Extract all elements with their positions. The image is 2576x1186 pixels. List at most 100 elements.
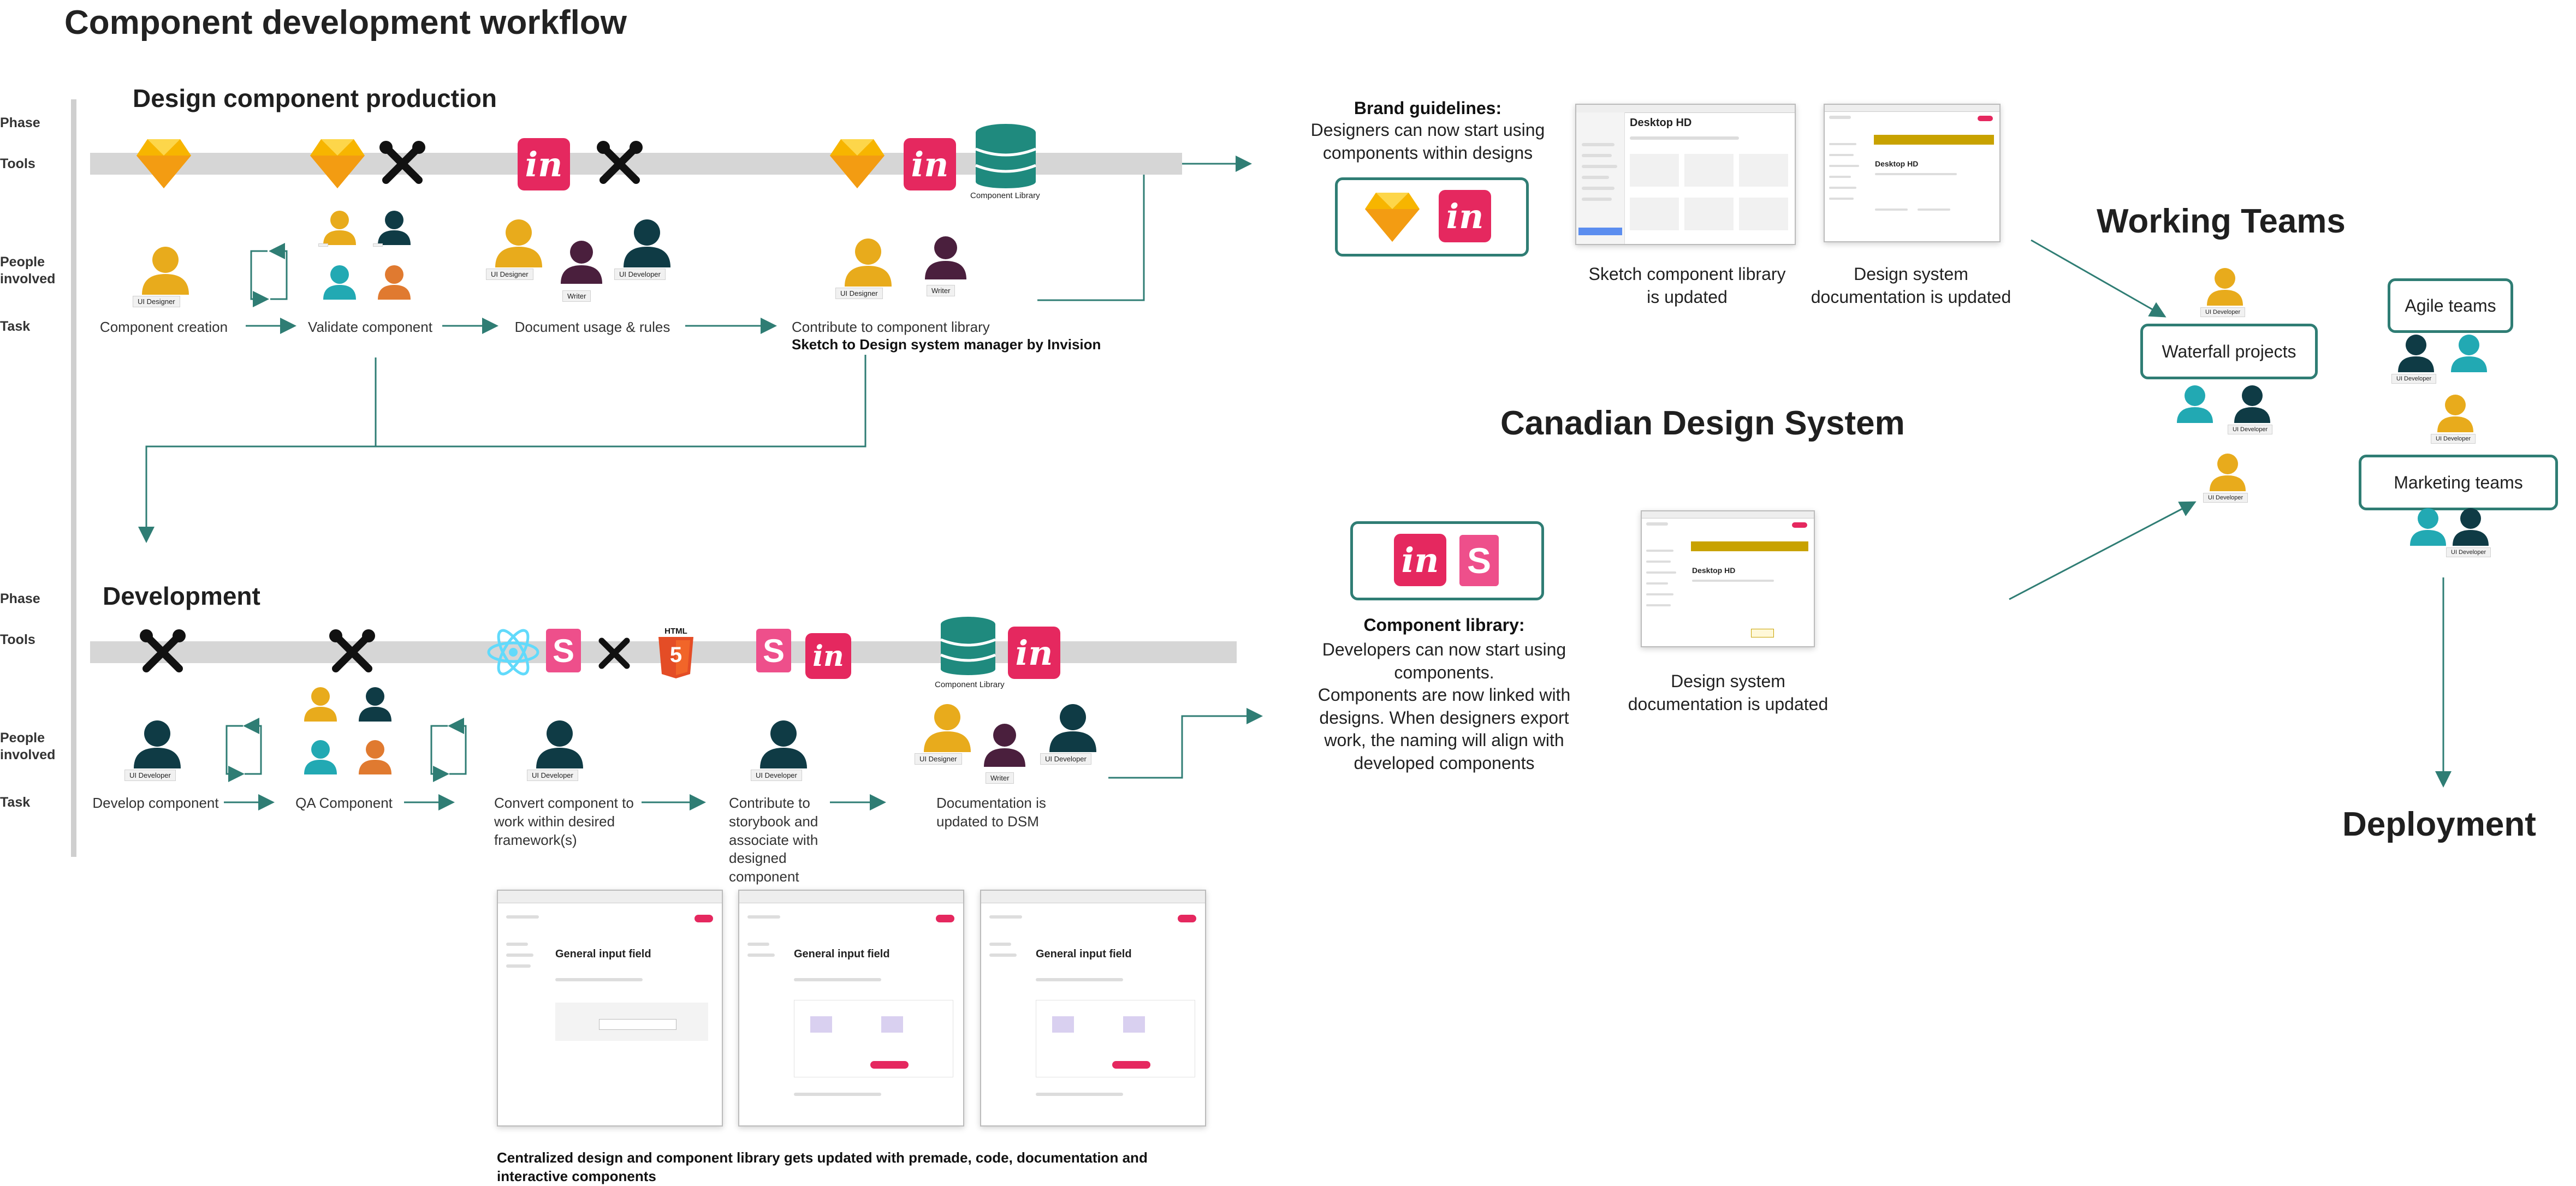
- task-convert-component: Convert component to work within desired…: [494, 795, 634, 848]
- library-tools-box: in S: [1350, 521, 1544, 600]
- tools-icon: [598, 637, 630, 669]
- screenshot-title: Desktop HD: [1630, 117, 1692, 129]
- person-icon: [624, 219, 670, 267]
- dsm-screenshot-1: General input field: [497, 890, 723, 1127]
- dev-section-heading: Development: [103, 582, 260, 610]
- sketch-icon: [1365, 193, 1420, 242]
- role-tag: UI Developer: [527, 770, 578, 781]
- role-tag: UI Designer: [486, 269, 533, 280]
- person-icon: [561, 241, 602, 284]
- people-label: People involved: [0, 730, 56, 763]
- brand-tools-box: in: [1335, 177, 1529, 257]
- screenshot-title: General input field: [1036, 948, 1132, 960]
- person-icon: [924, 704, 971, 752]
- design-section-heading: Design component production: [133, 84, 497, 112]
- role-tag: UI Developer: [2391, 374, 2437, 384]
- task-contribute-library: Contribute to component library: [792, 319, 990, 335]
- role-tag: UI Developer: [2203, 493, 2248, 503]
- task-develop-component: Develop component: [92, 795, 219, 811]
- library-heading: Component library:: [1363, 615, 1525, 635]
- role-tag: UI Developer: [2228, 425, 2273, 434]
- library-text: Developers can now start using component…: [1317, 640, 1571, 773]
- tools-icon: [329, 629, 375, 672]
- screenshot-title: General input field: [555, 948, 651, 960]
- task-label: Task: [0, 795, 31, 810]
- task-sketch-dsm: Sketch to Design system manager by Invis…: [792, 336, 1101, 353]
- role-tag: UI Designer: [835, 288, 883, 299]
- screenshot-title: Desktop HD: [1875, 159, 1919, 168]
- sketch-icon: [136, 139, 191, 188]
- component-library-label: Component Library: [935, 680, 1005, 689]
- person-icon: [323, 211, 356, 245]
- cds-heading: Canadian Design System: [1500, 404, 1905, 442]
- phase-label: Phase: [0, 591, 40, 606]
- person-icon: [323, 265, 356, 300]
- person-icon: [359, 740, 391, 774]
- task-documentation-dsm: Documentation is updated to DSM: [936, 795, 1046, 830]
- role-tag: Writer: [562, 290, 591, 302]
- database-icon: [940, 617, 996, 675]
- tools-icon: [140, 629, 186, 672]
- working-teams-heading: Working Teams: [2097, 202, 2346, 240]
- person-icon: [2437, 395, 2473, 432]
- dsm-screenshot-3: General input field: [980, 890, 1206, 1127]
- person-icon: [2451, 335, 2487, 372]
- react-icon: [487, 629, 539, 676]
- task-component-creation: Component creation: [99, 319, 228, 335]
- bottom-note: Centralized design and component library…: [497, 1149, 1148, 1184]
- person-icon: [359, 687, 391, 722]
- tools-icon: [379, 141, 425, 184]
- person-icon: [304, 740, 337, 774]
- documentation-caption: Design system documentation is updated: [1811, 264, 2011, 307]
- waterfall-projects-box: Waterfall projects: [2140, 324, 2318, 379]
- people-label: People involved: [0, 254, 56, 287]
- task-qa-component: QA Component: [295, 795, 393, 811]
- person-icon: [304, 687, 337, 722]
- person-icon: [142, 247, 189, 295]
- role-tag: UI Developer: [614, 269, 666, 280]
- section-divider: [71, 99, 76, 857]
- person-icon: [378, 265, 411, 300]
- tools-label: Tools: [0, 632, 35, 647]
- person-icon: [134, 720, 181, 768]
- person-icon: [2234, 385, 2270, 423]
- role-tag: UI Developer: [2431, 434, 2476, 444]
- phase-label: Phase: [0, 115, 40, 130]
- person-icon: [495, 219, 542, 267]
- storybook-icon: S: [756, 629, 791, 672]
- screenshot-title: Desktop HD: [1692, 566, 1736, 575]
- person-icon: [2207, 268, 2243, 306]
- screenshot-title: General input field: [794, 948, 890, 960]
- person-icon: [925, 236, 966, 279]
- role-tag: Writer: [927, 285, 955, 296]
- person-icon: [2398, 335, 2434, 372]
- role-tag: UI Developer: [2446, 547, 2491, 557]
- sketch-icon: [830, 139, 885, 188]
- person-icon: [536, 720, 583, 768]
- invision-icon: in: [1394, 534, 1446, 586]
- dsm-screenshot-2: General input field: [738, 890, 964, 1127]
- svg-text:5: 5: [670, 643, 682, 667]
- person-icon: [2177, 385, 2213, 423]
- agile-teams-box: Agile teams: [2388, 278, 2513, 333]
- invision-icon: in: [1008, 627, 1060, 679]
- storybook-icon: S: [546, 629, 581, 672]
- sketch-library-caption: Sketch component library is updated: [1588, 264, 1786, 307]
- marketing-teams-box: Marketing teams: [2359, 455, 2558, 510]
- role-tag: UI Developer: [2200, 307, 2246, 317]
- brand-heading: Brand guidelines:: [1354, 98, 1502, 118]
- role-tag: UI Designer: [133, 296, 180, 307]
- task-document-usage: Document usage & rules: [514, 319, 670, 335]
- library-documentation-caption: Design system documentation is updated: [1628, 671, 1829, 714]
- person-icon: [984, 724, 1025, 767]
- person-icon: [2410, 508, 2446, 546]
- component-library-label: Component Library: [970, 191, 1040, 200]
- role-tag: UI Developer: [751, 770, 802, 781]
- sketch-icon: [310, 139, 365, 188]
- person-icon: [378, 211, 411, 245]
- role-tag: UI Designer: [915, 753, 962, 765]
- invision-icon: in: [518, 138, 570, 190]
- tools-label: Tools: [0, 156, 35, 171]
